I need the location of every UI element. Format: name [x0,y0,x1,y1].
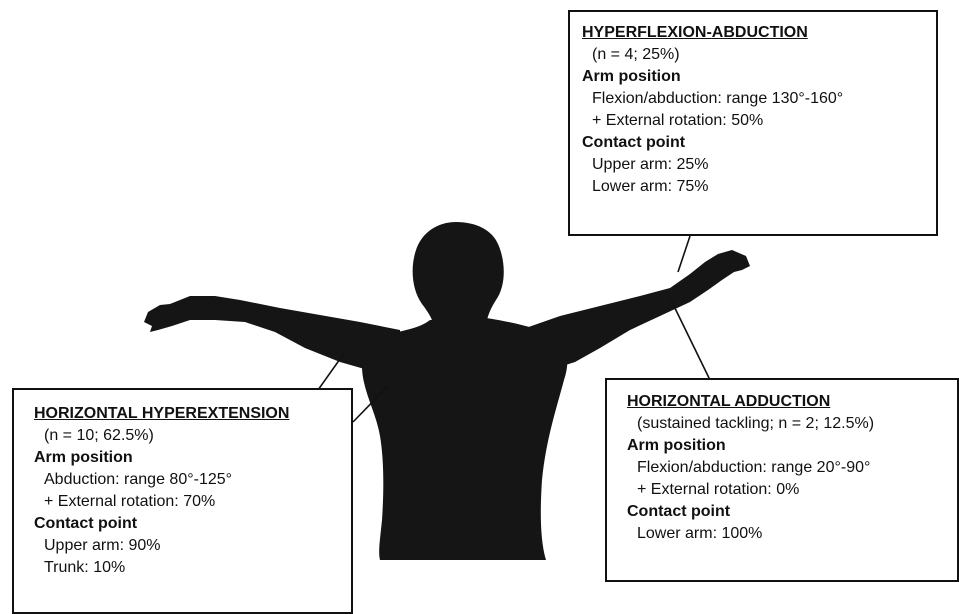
hyperextension-arm-position-label: Arm position [34,447,341,469]
right-arm [520,250,750,372]
left-arm [144,296,400,375]
hyperflexion-abduction-box: HYPERFLEXION-ABDUCTION (n = 4; 25%) Arm … [568,10,938,236]
horizontal-adduction-box: HORIZONTAL ADDUCTION (sustained tackling… [605,378,959,582]
hyperflexion-subtitle: (n = 4; 25%) [582,44,926,66]
hyperflexion-title: HYPERFLEXION-ABDUCTION [582,22,926,44]
hyperflexion-arm-position-item: Flexion/abduction: range 130°-160° [582,88,926,110]
hyperflexion-arm-position-item: + External rotation: 50% [582,110,926,132]
connector-hyperflexion [678,236,690,272]
hyperextension-subtitle: (n = 10; 62.5%) [34,425,341,447]
hyperflexion-contact-point-label: Contact point [582,132,926,154]
hyperflexion-contact-point-item: Upper arm: 25% [582,154,926,176]
hyperflexion-arm-position-label: Arm position [582,66,926,88]
head [413,222,504,326]
adduction-arm-position-label: Arm position [627,435,949,457]
hyperextension-arm-position-item: Abduction: range 80°-125° [34,469,341,491]
adduction-contact-point-item: Lower arm: 100% [627,523,949,545]
adduction-subtitle: (sustained tackling; n = 2; 12.5%) [627,413,949,435]
horizontal-hyperextension-box: HORIZONTAL HYPEREXTENSION (n = 10; 62.5%… [12,388,353,614]
connector-horizontal-adduction [671,300,710,380]
hyperflexion-contact-point-item: Lower arm: 75% [582,176,926,198]
hyperextension-title: HORIZONTAL HYPEREXTENSION [34,403,341,425]
hyperextension-contact-point-label: Contact point [34,513,341,535]
adduction-arm-position-item: + External rotation: 0% [627,479,949,501]
adduction-title: HORIZONTAL ADDUCTION [627,391,949,413]
adduction-arm-position-item: Flexion/abduction: range 20°-90° [627,457,949,479]
hyperextension-arm-position-item: + External rotation: 70% [34,491,341,513]
hyperextension-contact-point-item: Trunk: 10% [34,557,341,579]
hyperextension-contact-point-item: Upper arm: 90% [34,535,341,557]
adduction-contact-point-label: Contact point [627,501,949,523]
